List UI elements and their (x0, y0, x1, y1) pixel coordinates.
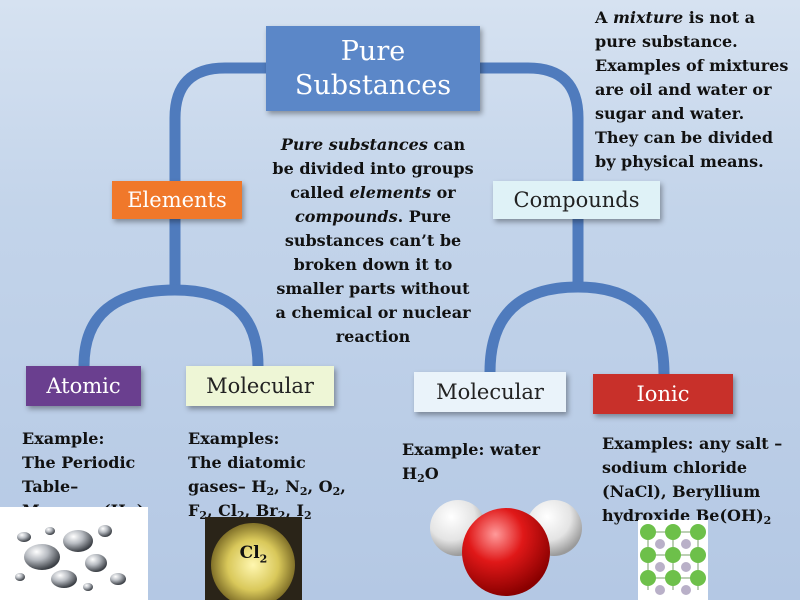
ionic-lattice-image (638, 520, 708, 600)
chlorine-label: Cl2 (239, 543, 268, 566)
molecular-element-example-line-1: Examples: (188, 429, 280, 448)
ionic-example-line-1: Examples: any salt – (602, 434, 783, 453)
molecular-compound-example-line-1: Example: water (402, 440, 541, 459)
atomic-example-line-2: The Periodic (22, 453, 136, 472)
connector-pure-to-compounds (480, 62, 584, 181)
pure-substances-line2: Substances (294, 69, 452, 101)
ionic-box: Ionic (593, 374, 733, 414)
elements-label: Elements (127, 188, 227, 212)
center-line-2: be divided into groups (272, 159, 474, 178)
molecular-element-example-line-4: F2, Cl2, Br2, I2 (188, 501, 312, 522)
pure-substances-box: Pure Substances (266, 26, 480, 111)
center-line-6: broken down it to (293, 255, 453, 274)
compounds-label: Compounds (513, 188, 640, 212)
center-line-7: smaller parts without (276, 279, 470, 298)
mixture-line-5: sugar and water. (595, 104, 745, 123)
molecular-compound-label: Molecular (436, 380, 544, 404)
mixture-line-3: Examples of mixtures (595, 56, 789, 75)
water-formula: H2O (402, 464, 439, 485)
center-line-8: a chemical or nuclear (275, 303, 471, 322)
mixture-line-2: pure substance. (595, 32, 738, 51)
mixture-note: A mixture is not a pure substance. Examp… (595, 6, 795, 174)
molecular-element-box: Molecular (186, 366, 334, 406)
ionic-label: Ionic (636, 382, 690, 406)
water-molecule-image (430, 500, 582, 596)
atomic-example: Example: The Periodic Table– Mercury (Hg… (22, 427, 172, 523)
center-line-9: reaction (335, 327, 411, 346)
center-line-5: substances can’t be (284, 231, 462, 250)
connector-elements-arch (78, 284, 264, 367)
molecular-compound-example: Example: water H2O (402, 438, 572, 486)
center-explanation: Pure substances can be divided into grou… (262, 133, 484, 349)
molecular-element-example: Examples: The diatomic gases– H2, N2, O2… (188, 427, 358, 523)
molecular-compound-box: Molecular (414, 372, 566, 412)
mixture-line-4: are oil and water or (595, 80, 772, 99)
mixture-line-6: They can be divided (595, 128, 774, 147)
molecular-element-example-line-2: The diatomic (188, 453, 306, 472)
atomic-example-line-3: Table– (22, 477, 79, 496)
center-line-4: compounds. Pure (294, 207, 452, 226)
ionic-example: Examples: any salt – sodium chloride (Na… (602, 432, 798, 528)
elements-box: Elements (112, 181, 242, 219)
connector-compounds-arch (484, 281, 670, 375)
pure-substances-line1: Pure (340, 35, 406, 67)
chlorine-flask-graphic (211, 523, 295, 600)
atomic-label: Atomic (46, 374, 121, 398)
molecular-element-label: Molecular (206, 374, 314, 398)
atomic-example-line-1: Example: (22, 429, 105, 448)
atomic-box: Atomic (26, 366, 141, 406)
center-line-3: called elements or (290, 183, 456, 202)
center-line-1: Pure substances can (280, 135, 466, 154)
ionic-example-line-2: sodium chloride (602, 458, 748, 477)
compounds-box: Compounds (493, 181, 660, 219)
mercury-droplets-image (0, 507, 148, 600)
chlorine-gas-image: Cl2 (205, 517, 302, 600)
ionic-example-line-3: (NaCl), Beryllium (602, 482, 761, 501)
mixture-line-7: by physical means. (595, 152, 764, 171)
molecular-element-example-line-3: gases– H2, N2, O2, (188, 477, 346, 498)
connector-pure-to-elements (169, 62, 266, 181)
mixture-line-1: A mixture is not a (595, 8, 756, 27)
